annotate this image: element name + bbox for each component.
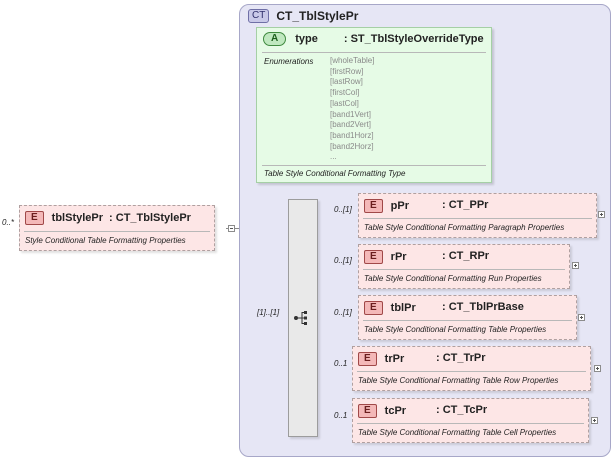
child-occurrence: 0..[1] bbox=[334, 256, 352, 265]
child-element-separator bbox=[363, 269, 565, 270]
child-element-rPr[interactable]: E rPr : CT_RPr Table Style Conditional F… bbox=[358, 244, 570, 289]
element-badge: E bbox=[358, 404, 377, 418]
root-element-name: tblStylePr bbox=[51, 212, 104, 224]
root-element-occurrence: 0..* bbox=[2, 218, 15, 227]
child-element-doc: Table Style Conditional Formatting Table… bbox=[364, 325, 547, 334]
enumerations-label: Enumerations bbox=[264, 57, 314, 66]
enumeration-item: [firstCol] bbox=[330, 88, 360, 98]
child-element-name: tblPr bbox=[390, 302, 416, 314]
element-badge: E bbox=[25, 211, 44, 225]
sequence-occurrence: [1]..[1] bbox=[257, 308, 280, 317]
child-element-doc: Table Style Conditional Formatting Table… bbox=[358, 376, 559, 385]
child-element-type: : CT_RPr bbox=[442, 250, 490, 262]
child-element-header: E trPr bbox=[358, 352, 404, 366]
enumeration-item: [band2Vert] bbox=[330, 120, 371, 130]
connector-root-to-type bbox=[226, 228, 250, 229]
child-element-header: E pPr bbox=[364, 199, 409, 213]
enumeration-item: [lastRow] bbox=[330, 77, 363, 87]
attribute-badge: A bbox=[263, 32, 287, 46]
child-element-name: rPr bbox=[390, 251, 407, 263]
attribute-type: : ST_TblStyleOverrideType bbox=[343, 33, 484, 45]
attribute-separator-top bbox=[262, 52, 486, 53]
collapse-toggle[interactable] bbox=[228, 225, 235, 232]
child-occurrence: 0..[1] bbox=[334, 205, 352, 214]
child-element-type: : CT_TcPr bbox=[436, 404, 488, 416]
child-element-trPr[interactable]: E trPr : CT_TrPr Table Style Conditional… bbox=[352, 346, 591, 391]
root-element-separator bbox=[24, 231, 210, 232]
sequence-compositor[interactable] bbox=[288, 199, 318, 437]
child-element-pPr[interactable]: E pPr : CT_PPr Table Style Conditional F… bbox=[358, 193, 597, 238]
element-badge: E bbox=[364, 301, 383, 315]
enumeration-list: [wholeTable] [firstRow] [lastRow] [first… bbox=[330, 56, 374, 163]
complex-type-badge: CT bbox=[248, 9, 270, 23]
child-element-tcPr[interactable]: E tcPr : CT_TcPr Table Style Conditional… bbox=[352, 398, 589, 443]
child-element-header: E tcPr bbox=[358, 404, 406, 418]
child-element-separator bbox=[363, 320, 572, 321]
expand-toggle-tblPr[interactable] bbox=[578, 314, 585, 321]
attribute-box[interactable]: A type : ST_TblStyleOverrideType Enumera… bbox=[256, 27, 492, 183]
child-element-separator bbox=[363, 218, 592, 219]
element-badge: E bbox=[358, 352, 377, 366]
child-element-name: tcPr bbox=[384, 405, 407, 417]
child-element-tblPr[interactable]: E tblPr : CT_TblPrBase Table Style Condi… bbox=[358, 295, 577, 340]
enumeration-item: [wholeTable] bbox=[330, 56, 375, 65]
root-element-box[interactable]: E tblStylePr : CT_TblStylePr Style Condi… bbox=[19, 205, 215, 251]
child-element-separator bbox=[357, 371, 586, 372]
child-element-type: : CT_TrPr bbox=[436, 352, 486, 364]
enumeration-item: [firstRow] bbox=[330, 66, 364, 76]
child-element-separator bbox=[357, 423, 584, 424]
expand-toggle-tcPr[interactable] bbox=[591, 417, 598, 424]
enumeration-item: [band1Vert] bbox=[330, 109, 371, 119]
child-occurrence: 0..1 bbox=[334, 411, 348, 420]
complex-type-title: CT CT_TblStylePr bbox=[248, 9, 358, 23]
expand-toggle-pPr[interactable] bbox=[598, 211, 605, 218]
child-element-doc: Table Style Conditional Formatting Table… bbox=[358, 428, 557, 437]
attribute-name: type bbox=[295, 33, 318, 45]
child-element-header: E tblPr bbox=[364, 301, 416, 315]
child-element-type: : CT_TblPrBase bbox=[442, 301, 524, 313]
expand-toggle-rPr[interactable] bbox=[572, 262, 579, 269]
root-element-type: : CT_TblStylePr bbox=[109, 212, 191, 224]
expand-toggle-trPr[interactable] bbox=[594, 365, 601, 372]
attribute-separator-bottom bbox=[262, 165, 486, 166]
element-badge: E bbox=[364, 250, 383, 264]
child-occurrence: 0..1 bbox=[334, 359, 348, 368]
attribute-header: A type : ST_TblStyleOverrideType bbox=[263, 32, 484, 46]
enumeration-item: [lastCol] bbox=[330, 98, 359, 108]
child-occurrence: 0..[1] bbox=[334, 308, 352, 317]
complex-type-name: CT_TblStylePr bbox=[276, 9, 359, 23]
child-element-name: trPr bbox=[384, 353, 405, 365]
root-element-doc: Style Conditional Table Formatting Prope… bbox=[25, 236, 186, 245]
element-badge: E bbox=[364, 199, 383, 213]
child-element-doc: Table Style Conditional Formatting Parag… bbox=[364, 223, 565, 232]
child-element-name: pPr bbox=[390, 200, 410, 212]
root-element-header: E tblStylePr : CT_TblStylePr bbox=[25, 211, 191, 225]
child-element-doc: Table Style Conditional Formatting Run P… bbox=[364, 274, 542, 283]
enumeration-item: ... bbox=[330, 152, 337, 162]
sequence-icon bbox=[294, 311, 307, 325]
child-element-type: : CT_PPr bbox=[442, 199, 489, 211]
child-element-header: E rPr bbox=[364, 250, 407, 264]
enumeration-item: [band1Horz] bbox=[330, 130, 374, 140]
attribute-doc: Table Style Conditional Formatting Type bbox=[264, 169, 406, 178]
enumeration-item: [band2Horz] bbox=[330, 141, 374, 151]
